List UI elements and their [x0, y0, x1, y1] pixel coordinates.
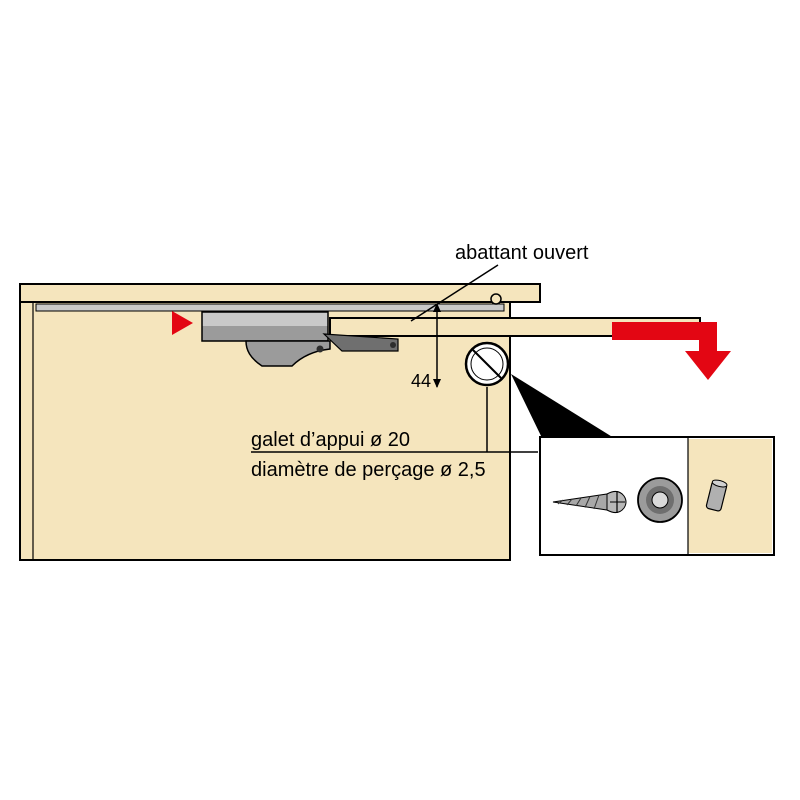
dimension-value: 44: [411, 371, 431, 391]
screw-thread-line: [584, 496, 591, 508]
arm-pivot: [390, 342, 396, 348]
cabinet-top-panel: [19, 283, 541, 303]
flap-label-leader: [410, 264, 499, 322]
screw-thread-line: [575, 497, 582, 507]
flap-open-label: abattant ouvert: [455, 242, 589, 264]
flap-stay-mechanism: [201, 311, 399, 367]
slide-direction-arrow-icon: [172, 311, 193, 335]
hinge-pivot: [490, 293, 502, 305]
screw-thread-line: [593, 494, 600, 510]
stay-body-top: [202, 312, 328, 326]
roller-inner-circle: [470, 347, 504, 381]
screw-icon: [552, 490, 627, 514]
flap-motion-arrow-icon: [612, 322, 731, 380]
runner-rail: [35, 303, 505, 312]
detail-inset: [539, 436, 775, 556]
stay-mounting-bracket: [245, 340, 331, 367]
bracket-screw: [316, 345, 324, 353]
roller-part-icon: [637, 477, 683, 523]
stay-body-bottom: [202, 326, 328, 341]
stay-arm: [322, 333, 399, 352]
roller-slot-line: [472, 349, 502, 379]
sleeve-top: [711, 479, 728, 488]
dimension-arrow-down: [433, 379, 441, 388]
detail-callout-wedge: [511, 374, 614, 438]
sleeve-pin-icon: [705, 479, 728, 512]
screw-thread-line: [557, 499, 564, 505]
support-roller: [464, 341, 510, 387]
dimension-44: 44: [411, 303, 441, 391]
roller-label: galet d’appui ø 20: [251, 429, 410, 451]
dimension-arrow-up: [433, 303, 441, 312]
screw-thread-line: [566, 498, 573, 506]
drill-diameter-label: diamètre de perçage ø 2,5: [251, 459, 486, 481]
roller-part-hole: [651, 491, 669, 509]
inset-panel-material: [688, 439, 772, 553]
